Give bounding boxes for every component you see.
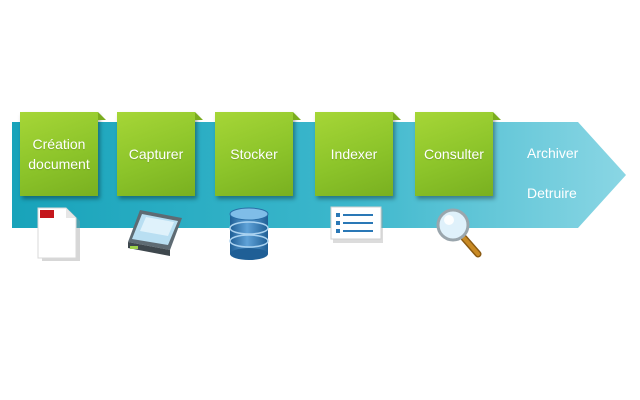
step-label: Création document (28, 136, 90, 172)
step-label: Capturer (128, 146, 184, 162)
step-capturer: Capturer (117, 112, 203, 196)
destroy-label: Detruire (527, 185, 577, 201)
step-label: Indexer (330, 146, 378, 162)
database-icon (229, 207, 269, 260)
step-indexer: Indexer (315, 112, 401, 196)
step-label: Stocker (230, 146, 278, 162)
step-consulter: Consulter (415, 112, 501, 196)
step-stocker: Stocker (215, 112, 301, 196)
magnifier-icon (436, 208, 482, 258)
document-icon (37, 207, 80, 261)
scanner-icon (128, 210, 182, 256)
step-creation-document: Création document (20, 112, 106, 196)
list-icon (330, 206, 383, 243)
step-label: Consulter (424, 146, 484, 162)
archive-label: Archiver (527, 145, 579, 161)
